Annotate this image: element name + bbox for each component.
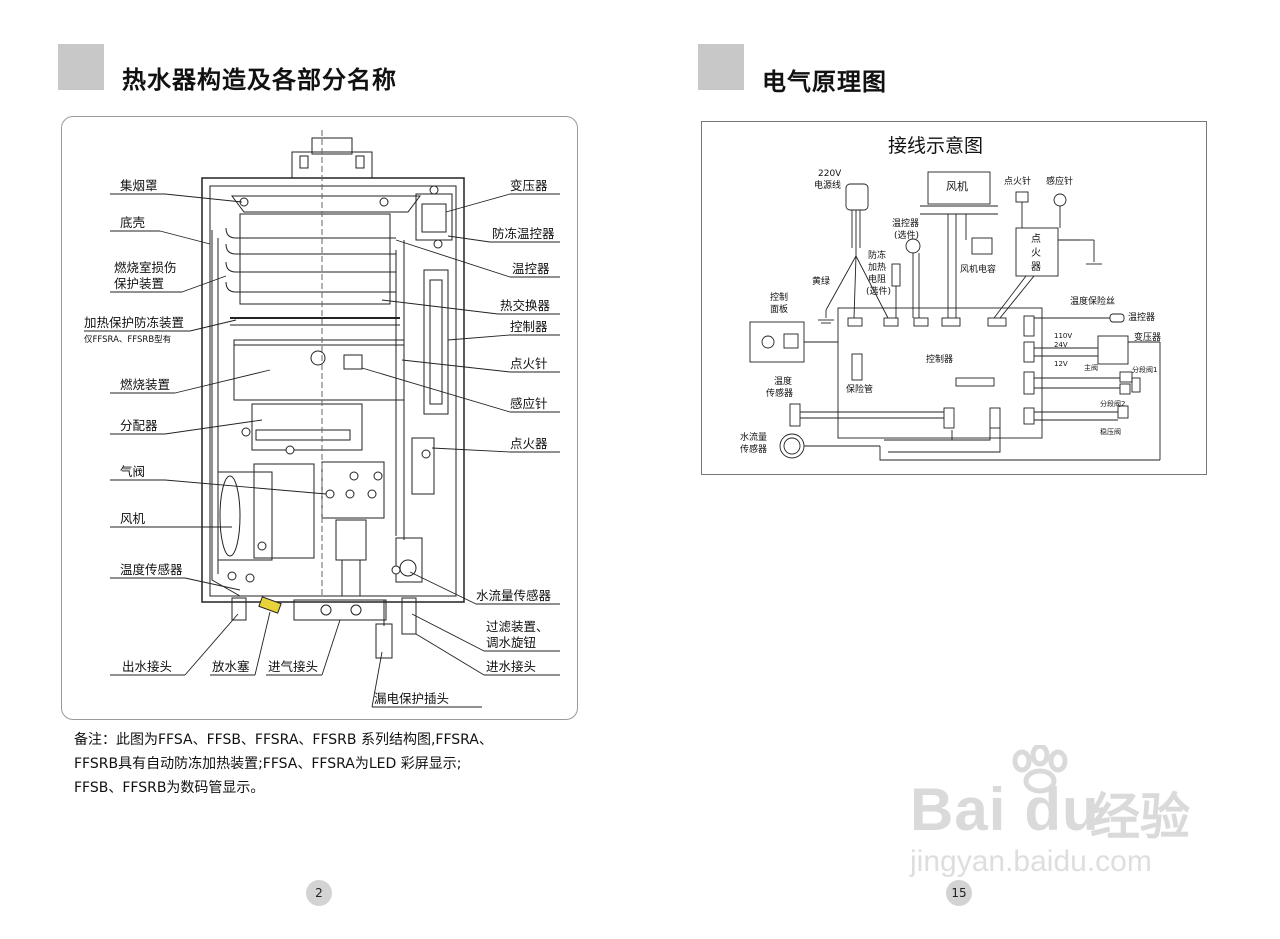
label-fan: 风机 (946, 179, 968, 193)
label-igniter: 点火器 (510, 436, 548, 451)
label-control-panel-b: 面板 (770, 303, 788, 315)
label-12v: 12V (1054, 360, 1068, 368)
label-distributor: 分配器 (120, 418, 158, 433)
label-flow-sensor-b: 传感器 (740, 443, 767, 455)
label-seg-valve-1: 分段阀1 (1132, 365, 1157, 374)
label-thermostat-opt-b: (选件) (894, 229, 919, 241)
label-heat-exchanger: 热交换器 (500, 298, 551, 313)
label-drain-plug: 放水塞 (212, 659, 250, 674)
label-gas-inlet: 进气接头 (268, 659, 318, 674)
label-water-inlet: 进水接头 (486, 659, 536, 674)
label-sensing-needle: 感应针 (510, 396, 548, 411)
watermark-url: jingyan.baidu.com (910, 845, 1152, 878)
label-controller: 控制器 (926, 353, 953, 365)
label-protection-device: 保护装置 (114, 276, 164, 291)
label-fuse-wire: 温度保险丝 (1070, 295, 1115, 307)
label-thermostat: 温控器 (512, 261, 550, 276)
structure-diagram-panel (61, 116, 578, 720)
remark-line-2: FFSRB具有自动防冻加热装置;FFSA、FFSRA为LED 彩屏显示; (74, 756, 462, 772)
label-ignition-needle: 点火针 (510, 356, 548, 371)
label-water-outlet: 出水接头 (122, 659, 172, 674)
wiring-diagram: 接线示意图 (740, 135, 1161, 461)
heater-structure-diagram: 集烟罩 底壳 燃烧室损伤 保护装置 加热保护防冻装置 仅FFSRA、FFSRB型… (84, 130, 560, 708)
label-ignition-needle: 点火针 (1004, 175, 1031, 187)
label-thermostat-opt: 温控器 (892, 217, 919, 229)
wiring-diagram-panel (701, 121, 1207, 475)
page-number-right: 15 (946, 880, 972, 906)
label-temp-sensor: 温度传感器 (120, 562, 183, 577)
label-thermostat-2: 温控器 (1128, 311, 1155, 323)
section-marker-left (58, 44, 104, 90)
label-fan-capacitor: 风机电容 (960, 263, 996, 275)
label-sensing-needle: 感应针 (1046, 175, 1073, 187)
label-igniter-2: 火 (1031, 247, 1041, 259)
watermark-product: 经验 (1090, 788, 1190, 846)
paw-logo-icon (1012, 745, 1068, 794)
label-antifreeze-2: 加热 (868, 261, 886, 273)
label-transformer: 变压器 (510, 178, 548, 193)
label-leakage-plug: 漏电保护插头 (374, 691, 449, 706)
label-antifreeze-4: (选件) (866, 285, 891, 297)
label-control-panel-a: 控制 (770, 291, 788, 303)
label-antifreeze-thermostat: 防冻温控器 (492, 226, 555, 241)
label-yellow-green: 黄绿 (812, 275, 830, 287)
label-burner: 燃烧装置 (120, 377, 170, 392)
label-filter-device: 过滤装置、 (486, 619, 549, 634)
label-chamber-damage: 燃烧室损伤 (114, 260, 177, 275)
label-water-flow-sensor: 水流量传感器 (476, 588, 552, 603)
label-antifreeze-heater: 加热保护防冻装置 (84, 315, 184, 330)
label-temp-sensor-b: 传感器 (766, 387, 793, 399)
label-igniter-1: 点 (1031, 233, 1041, 245)
label-model-note: 仅FFSRA、FFSRB型有 (84, 334, 171, 345)
page-number-left: 2 (306, 880, 332, 906)
label-power-cord: 电源线 (814, 179, 841, 191)
label-seg-valve-2: 分段阀2 (1100, 399, 1125, 408)
label-main-valve: 主阀 (1084, 363, 1098, 372)
page-title-left: 热水器构造及各部分名称 (122, 66, 397, 94)
label-antifreeze-1: 防冻 (868, 249, 886, 261)
label-24v: 24V (1054, 341, 1068, 349)
remark-line-3: FFSB、FFSRB为数码管显示。 (74, 780, 265, 796)
remark-note: 备注：此图为FFSA、FFSB、FFSRA、FFSRB 系列结构图,FFSRA、… (74, 728, 594, 800)
label-transformer: 变压器 (1134, 331, 1161, 343)
label-controller: 控制器 (510, 319, 548, 334)
remark-line-1: 备注：此图为FFSA、FFSB、FFSRA、FFSRB 系列结构图,FFSRA、 (74, 732, 493, 748)
label-220v: 220V (818, 169, 842, 179)
label-stab-valve: 稳压阀 (1100, 427, 1121, 436)
section-marker-right (698, 44, 744, 90)
label-fan: 风机 (120, 511, 146, 526)
label-flue-hood: 集烟罩 (120, 178, 158, 193)
label-gas-valve: 气阀 (120, 464, 145, 479)
label-110v: 110V (1054, 332, 1072, 340)
label-antifreeze-3: 电阻 (868, 273, 886, 285)
label-fuse-tube: 保险管 (846, 383, 873, 395)
label-water-knob: 调水旋钮 (486, 635, 536, 650)
wiring-diagram-title: 接线示意图 (888, 135, 983, 157)
page-title-right: 电气原理图 (762, 68, 887, 96)
watermark-brand-b: du (1024, 776, 1100, 843)
label-base-shell: 底壳 (120, 215, 145, 230)
label-temp-sensor-a: 温度 (774, 375, 792, 387)
label-flow-sensor-a: 水流量 (740, 431, 767, 443)
watermark-brand-a: Bai (910, 776, 1007, 843)
label-igniter-3: 器 (1031, 261, 1041, 273)
